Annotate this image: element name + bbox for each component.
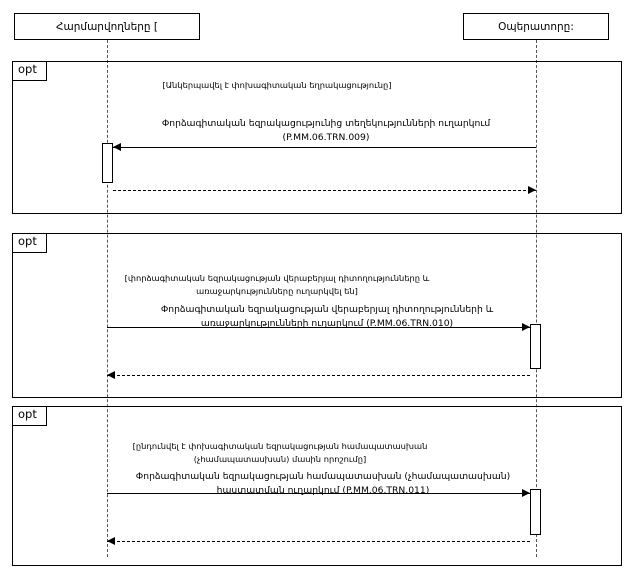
activation-bar-2 [530, 324, 541, 369]
message-return-line-1 [113, 190, 536, 191]
activation-bar-3 [530, 489, 541, 535]
lifeline-label-operator: Օպերատորը: [498, 20, 574, 33]
lifeline-head-operator[interactable]: Օպերատորը: [463, 13, 609, 40]
fragment-operator-label-2: opt [13, 234, 47, 253]
lifeline-line-operator [536, 40, 537, 557]
message-return-line-2 [107, 375, 530, 376]
message-return-arrowhead-1 [528, 186, 536, 194]
message-label-3: Փորձագիտական եզրակացության համապատասխան … [135, 471, 511, 496]
message-arrowhead-1 [113, 143, 121, 151]
lifeline-line-requester [107, 40, 108, 557]
fragment-opt-1: opt [12, 61, 622, 214]
fragment-operator-label-1: opt [13, 62, 47, 81]
fragment-guard-2: [փորձագիտական եզրակացության վերաբերյալ դ… [124, 273, 430, 296]
message-return-arrowhead-2 [107, 371, 115, 379]
message-line-3 [107, 493, 530, 494]
activation-bar-1 [102, 143, 113, 183]
message-return-line-3 [107, 541, 530, 542]
fragment-guard-1: [Անկերպավել է փոխագիտական եղրակացություն… [162, 80, 392, 90]
message-return-arrowhead-3 [107, 537, 115, 545]
fragment-opt-2: opt [12, 233, 622, 398]
fragment-guard-3: [ընդունվել է փոխագիտական եզրակացության հ… [132, 441, 428, 464]
fragment-operator-label-3: opt [13, 407, 47, 426]
lifeline-label-requester: Հարմարվողները [ [56, 20, 158, 33]
lifeline-head-requester[interactable]: Հարմարվողները [ [14, 13, 200, 40]
message-line-1 [113, 147, 536, 148]
message-label-2: Փորձագիտական եզրակացության վերաբերյալ դի… [160, 304, 494, 329]
message-line-2 [107, 327, 530, 328]
message-arrowhead-3 [522, 489, 530, 497]
message-arrowhead-2 [522, 323, 530, 331]
fragment-opt-3: opt [12, 406, 622, 566]
message-label-1: Փորձագիտական եզրակացությունից տեղեկությո… [161, 118, 491, 143]
